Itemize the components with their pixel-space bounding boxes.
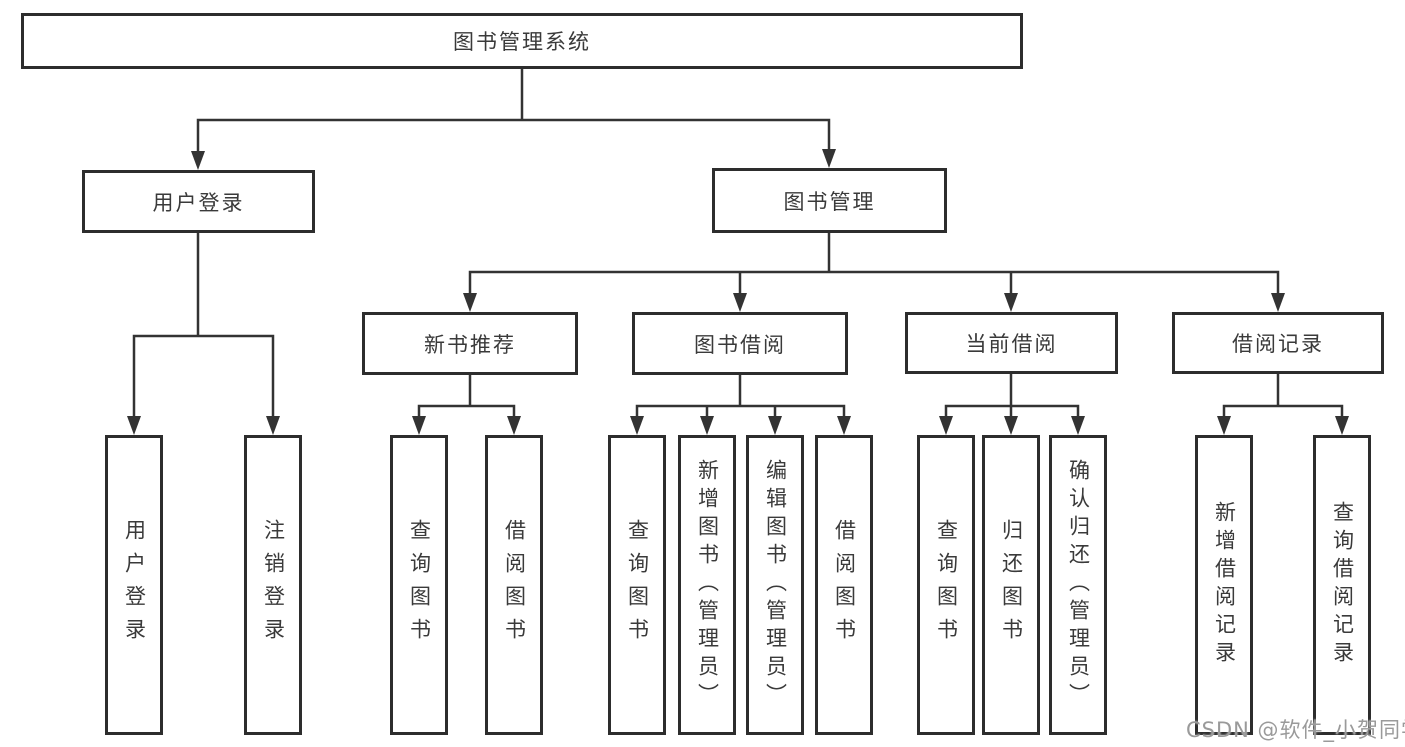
leaf-confirm-return-admin-label: 确认归还（管理员） [1066, 459, 1091, 711]
leaf-query-books-1: 查询图书 [390, 435, 448, 735]
leaf-query-borrow-record-label: 查询借阅记录 [1330, 501, 1355, 669]
leaf-add-borrow-record: 新增借阅记录 [1195, 435, 1253, 735]
leaf-edit-books-admin-label: 编辑图书（管理员） [763, 459, 788, 711]
leaf-return-books: 归还图书 [982, 435, 1040, 735]
leaf-confirm-return-admin: 确认归还（管理员） [1049, 435, 1107, 735]
node-user-login-branch-label: 用户登录 [152, 190, 245, 215]
node-book-borrowing-label: 图书借阅 [694, 332, 786, 357]
leaf-user-login-label: 用户登录 [122, 519, 147, 651]
leaf-query-books-2: 查询图书 [608, 435, 666, 735]
node-book-borrowing: 图书借阅 [632, 312, 848, 375]
leaf-query-books-3-label: 查询图书 [934, 519, 959, 651]
node-current-borrowing-label: 当前借阅 [965, 332, 1058, 356]
node-user-login-branch: 用户登录 [82, 170, 315, 233]
leaf-edit-books-admin: 编辑图书（管理员） [746, 435, 804, 735]
node-new-book-recommend: 新书推荐 [362, 312, 578, 375]
leaf-borrow-books-1: 借阅图书 [485, 435, 543, 735]
leaf-add-borrow-record-label: 新增借阅记录 [1212, 501, 1237, 669]
node-current-borrowing: 当前借阅 [905, 312, 1118, 374]
leaf-borrow-books-2-label: 借阅图书 [832, 519, 857, 651]
leaf-query-books-3: 查询图书 [917, 435, 975, 735]
node-root: 图书管理系统 [21, 13, 1023, 69]
node-new-book-recommend-label: 新书推荐 [424, 332, 516, 357]
node-root-label: 图书管理系统 [453, 30, 591, 54]
leaf-return-books-label: 归还图书 [999, 519, 1024, 651]
leaf-borrow-books-1-label: 借阅图书 [502, 519, 527, 651]
leaf-user-login: 用户登录 [105, 435, 163, 735]
node-book-management-branch-label: 图书管理 [783, 189, 876, 214]
leaf-borrow-books-2: 借阅图书 [815, 435, 873, 735]
leaf-add-books-admin: 新增图书（管理员） [678, 435, 736, 735]
csdn-watermark: CSDN @软件_小贺同学 [1186, 718, 1405, 742]
node-book-management-branch: 图书管理 [712, 168, 947, 233]
leaf-logout-label: 注销登录 [261, 519, 286, 651]
leaf-query-books-1-label: 查询图书 [407, 519, 432, 651]
leaf-logout: 注销登录 [244, 435, 302, 735]
leaf-query-borrow-record: 查询借阅记录 [1313, 435, 1371, 735]
leaf-add-books-admin-label: 新增图书（管理员） [695, 459, 720, 711]
leaf-query-books-2-label: 查询图书 [625, 519, 650, 651]
node-borrowing-records-label: 借阅记录 [1232, 332, 1324, 356]
node-borrowing-records: 借阅记录 [1172, 312, 1384, 374]
arrowheads [127, 149, 1349, 435]
